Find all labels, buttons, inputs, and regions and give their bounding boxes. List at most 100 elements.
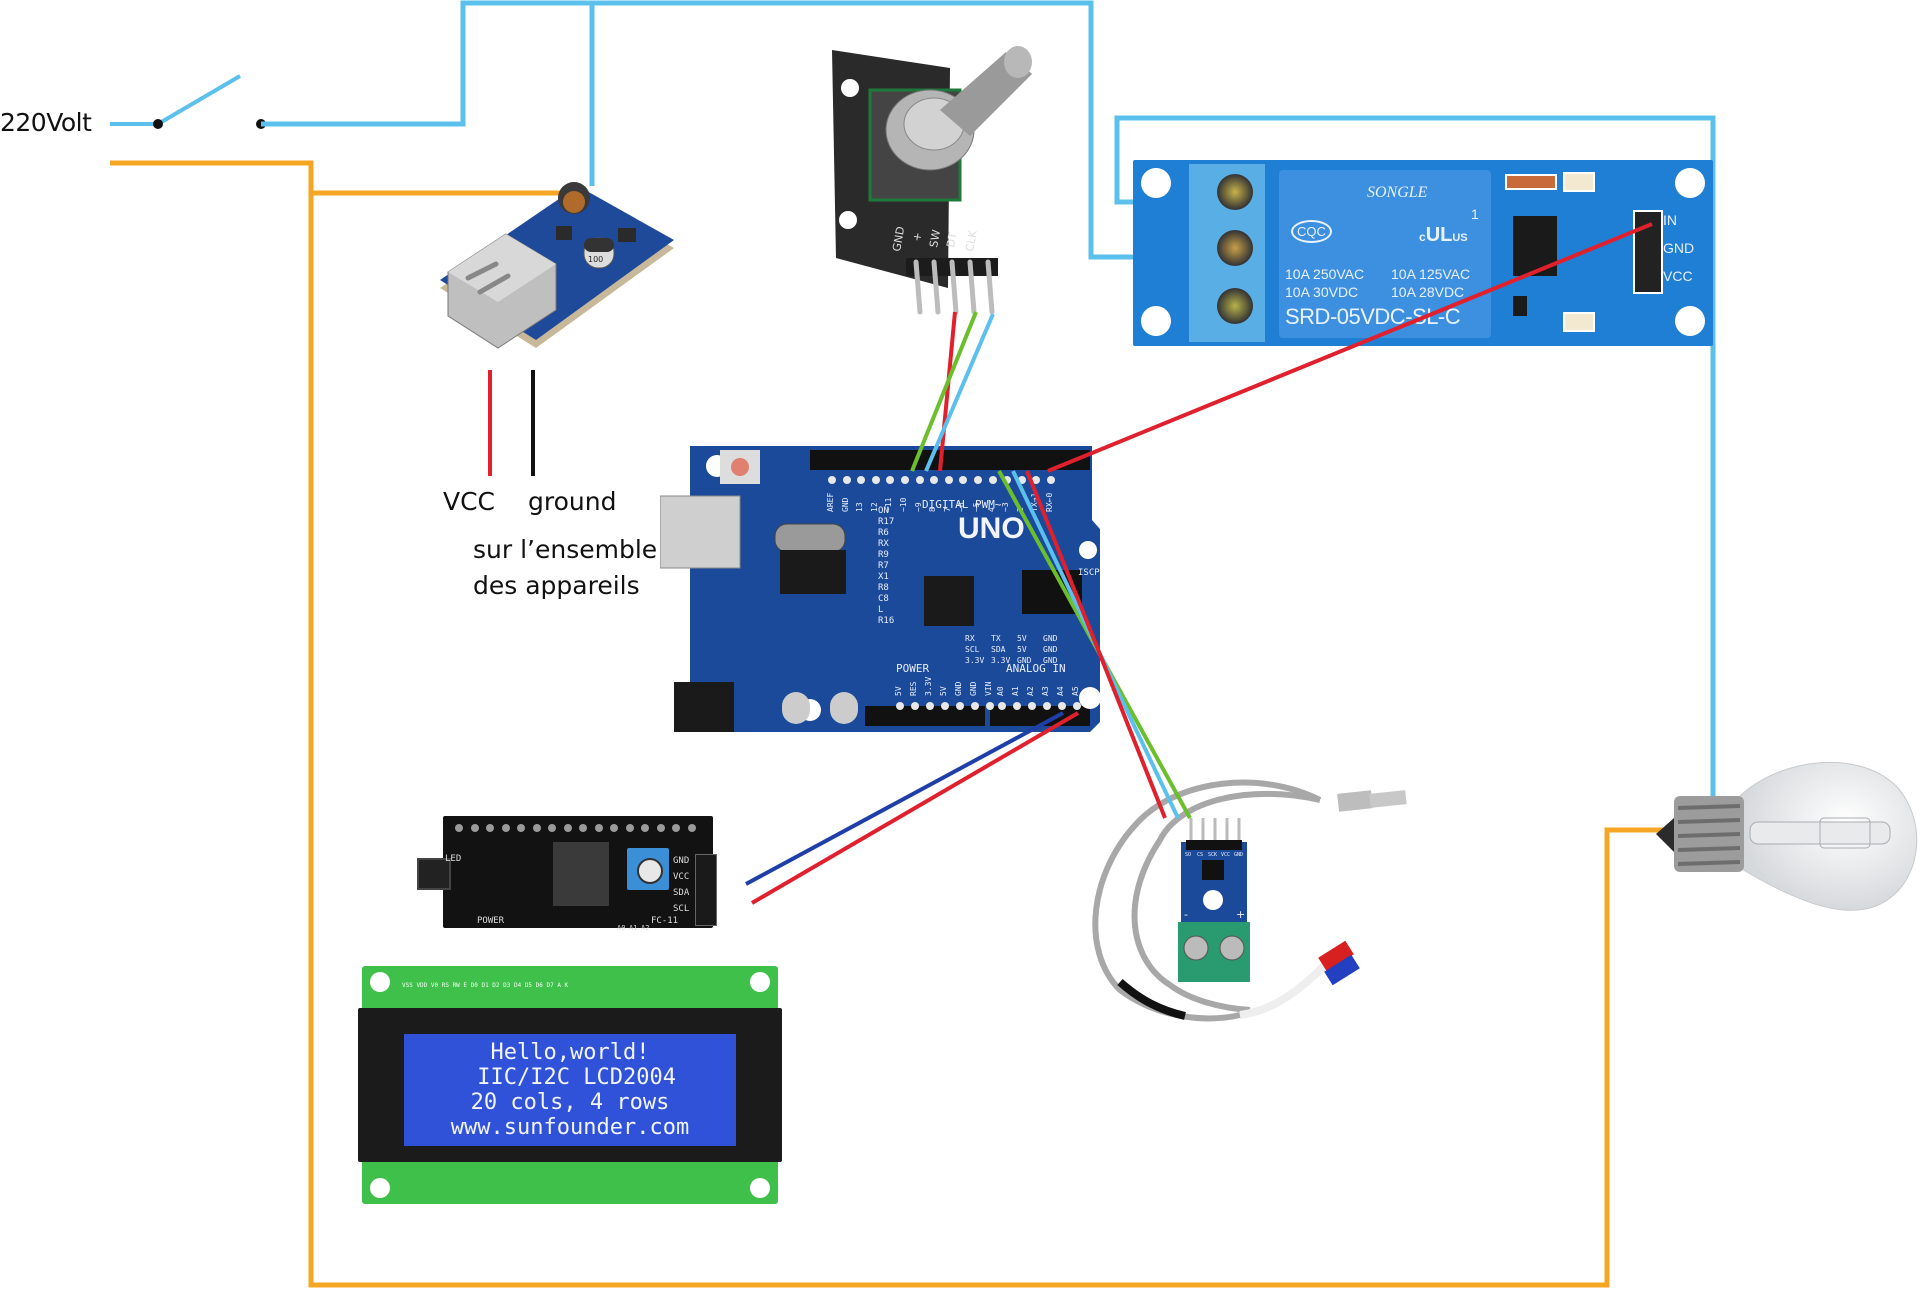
digital-pin: [988, 476, 997, 484]
arduino-aux-label: RX: [965, 634, 975, 643]
encoder-pin-label-gnd: GND: [890, 225, 907, 252]
digital-pin-label: 2: [1015, 507, 1025, 512]
backpack-silk-model: FC-11: [651, 916, 679, 926]
digital-pin: [1017, 476, 1026, 484]
thermo-pin-sck: SCK: [1208, 852, 1218, 858]
terminal-screw-com: [1217, 174, 1253, 210]
relay-cert-number: 1: [1471, 206, 1479, 222]
analog-pin: [1058, 702, 1066, 710]
lcd-line-3: 20 cols, 4 rows: [470, 1090, 670, 1115]
digital-pin-label: ~10: [899, 497, 908, 512]
arduino-aux-label: 5V: [1017, 645, 1027, 654]
relay-brand: SONGLE: [1367, 184, 1428, 201]
relay-pin-in: IN: [1663, 212, 1677, 228]
arduino-aux-label: GND: [1043, 645, 1058, 654]
relay-cert-us: US: [1452, 232, 1468, 244]
lcd-line-4: www.sunfounder.com: [450, 1115, 690, 1140]
contrast-potentiometer[interactable]: [627, 848, 669, 890]
lcd-header-pin-labels: VSS VDD V0 RS RW E D0 D1 D2 D3 D4 D5 D6 …: [402, 982, 569, 989]
encoder-pin-label-clk: CLK: [963, 229, 980, 253]
digital-pin: [828, 476, 836, 484]
backpack-silk-a2: A2: [641, 924, 650, 932]
relay-rating-3: 10A 30VDC: [1285, 284, 1359, 300]
arduino-silk-label: R16: [878, 616, 895, 626]
bulb-graphic: [1656, 761, 1918, 911]
relay-led: [1563, 172, 1595, 192]
lcd2004-display: VSS VDD V0 RS RW E D0 D1 D2 D3 D4 D5 D6 …: [358, 966, 782, 1204]
arduino-silk-label: RX: [878, 539, 889, 549]
digital-pin-label: GND: [840, 497, 850, 512]
mount-hole: [1675, 306, 1705, 336]
arduino-aux-label: 3.3V: [991, 656, 1011, 665]
power-pin: [926, 702, 934, 710]
backpack-jumper: [417, 858, 451, 890]
mount-hole: [1141, 168, 1171, 198]
switch-lever: [156, 74, 242, 126]
arduino-silk-label: C8: [878, 594, 889, 604]
relay-rating-1: 10A 250VAC: [1285, 266, 1365, 282]
digital-pin: [974, 476, 982, 484]
switch-contact-left: [153, 119, 163, 129]
backpack-lcd-pin: [625, 824, 634, 832]
arduino-aux-label: TX: [991, 634, 1001, 643]
arduino-icsp-label: ISCP: [1078, 568, 1100, 578]
arduino-silk-label: R7: [878, 561, 889, 571]
analog-pin-label: A2: [1026, 686, 1035, 696]
relay-cert-ul: cULUS: [1419, 224, 1468, 247]
mount-hole: [370, 1178, 390, 1198]
power-pin-label: GND: [969, 681, 978, 696]
digital-pin: [930, 476, 939, 484]
backpack-lcd-pin: [610, 824, 618, 832]
relay-cert-cqc: CQC: [1291, 220, 1332, 243]
digital-pin: [1047, 476, 1055, 484]
power-pin-label: 5V: [939, 686, 948, 696]
analog-pin: [1013, 702, 1021, 710]
analog-pin-label: A1: [1011, 686, 1020, 696]
arduino-logo: UNO: [958, 512, 1025, 545]
digital-pin-label: 4: [986, 507, 996, 512]
power-pin: [971, 702, 979, 710]
max6675-thermocouple-module: - + SO CS SCK VCC GND: [1080, 760, 1440, 1030]
digital-pin: [886, 476, 895, 484]
arduino-silk-label: X1: [878, 572, 889, 582]
backpack-pin-gnd: GND: [673, 856, 690, 866]
encoder-pin-label-plus: +: [910, 231, 924, 242]
arduino-aux-label: 5V: [1017, 634, 1027, 643]
wire-switch-to-relay-com: [261, 0, 1185, 260]
relay-transistor: [1513, 296, 1527, 316]
backpack-lcd-pin: [641, 824, 649, 832]
digital-pin-label: 7: [942, 507, 952, 512]
backpack-lcd-pin: [672, 824, 680, 832]
encoder-pin-label-sw: SW: [927, 229, 943, 249]
mount-hole: [1675, 168, 1705, 198]
arduino-aux-label: GND: [1043, 634, 1058, 643]
analog-pin-label: A5: [1071, 686, 1080, 696]
relay-input-header: [1633, 210, 1663, 294]
thermo-terminal-plus: +: [1236, 908, 1245, 921]
relay-cert-ul-text: UL: [1425, 224, 1453, 246]
relay-module: SONGLE CQC cULUS 1 10A 250VAC 10A 125VAC…: [1133, 160, 1713, 346]
backpack-lcd-pin: [656, 824, 665, 832]
digital-pin: [857, 476, 866, 484]
backpack-lcd-pin: [517, 824, 525, 832]
digital-pin-label: ~9: [913, 502, 923, 512]
analog-pin: [1043, 702, 1051, 710]
arduino-silk-label: R6: [878, 528, 889, 538]
lcd-screen: Hello,world! IIC/I2C LCD2004 20 cols, 4 …: [404, 1034, 736, 1146]
power-pin-label: VIN: [984, 681, 993, 696]
ground-label: ground: [528, 487, 617, 516]
backpack-lcd-pin: [548, 824, 556, 832]
lcd-line-1: Hello,world!: [490, 1040, 650, 1065]
stepup-power-module: 100: [438, 180, 678, 370]
arduino-power-header-label: POWER: [896, 662, 930, 675]
digital-pin-label: TX→1: [1030, 492, 1040, 512]
digital-pin-label: ~6: [957, 502, 967, 512]
relay-optocoupler: [1513, 216, 1557, 276]
power-pin: [941, 702, 949, 710]
relay-diode: [1505, 174, 1557, 190]
analog-pin-label: A4: [1056, 686, 1065, 696]
digital-pin-label: ~5: [972, 502, 981, 512]
thermocouple-graphic: - +: [1092, 779, 1407, 1022]
backpack-lcd-pin: [501, 824, 510, 832]
mount-hole: [750, 972, 770, 992]
